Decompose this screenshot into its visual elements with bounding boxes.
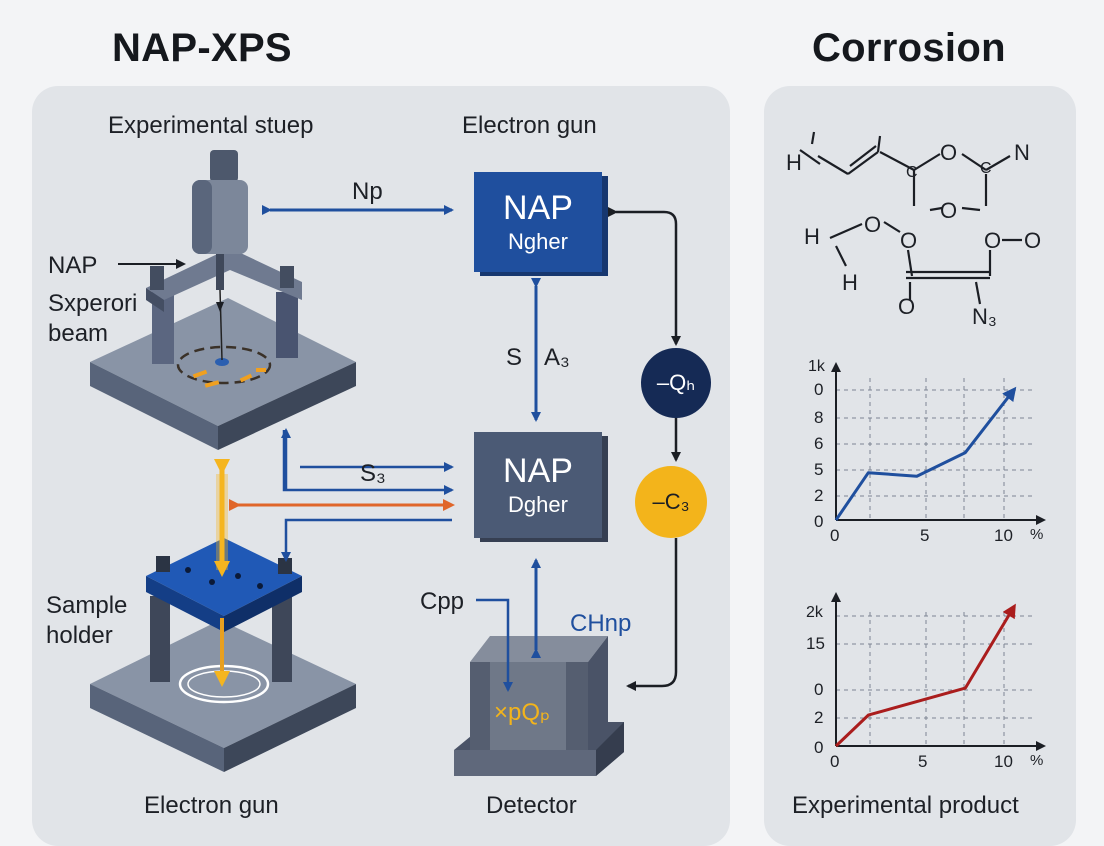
c3-node: –C₃	[635, 466, 707, 538]
s3-arrow-label: S₃	[360, 460, 386, 487]
beam-label: beam	[48, 320, 109, 347]
left-title: NAP-XPS	[112, 26, 292, 70]
chart-1-series-line	[834, 386, 1017, 521]
atom-h-2: H	[804, 224, 820, 249]
electron-gun-column	[192, 150, 248, 361]
holder-feed-arrow	[281, 518, 452, 562]
chart-1-y-tick-0b: 0	[814, 380, 824, 399]
setup-platform	[90, 298, 356, 450]
corrosion-panel	[764, 86, 1076, 846]
experimental-setup-label: Experimental stuep	[108, 112, 314, 139]
chart-1-y-tick-0: 0	[814, 512, 824, 531]
atom-o-2: O	[864, 212, 882, 237]
holder-legs	[150, 596, 292, 682]
cpp-arrow	[476, 598, 513, 692]
chart-1-x-tick-10: 10	[994, 526, 1013, 545]
chart-1-x-unit: %	[1030, 526, 1044, 543]
chart-1-y-tick-6: 6	[814, 434, 824, 453]
right-title: Corrosion	[812, 26, 1006, 70]
setup-frame	[146, 248, 302, 364]
atom-o-1: O	[940, 140, 958, 165]
a3-label: A₃	[544, 344, 570, 371]
atom-c-1: C	[906, 164, 918, 181]
detector-label: Detector	[486, 792, 577, 819]
nap-ngher-box-title: NAP	[503, 189, 573, 227]
chart-2-x-unit: %	[1030, 752, 1044, 769]
molecule-bonds	[799, 131, 1022, 305]
sample-spot	[176, 345, 272, 388]
chart-2-y-tick-2k: 2k	[806, 604, 823, 621]
feedback-loop	[608, 207, 681, 691]
chart-1-y-tick-1k: 1k	[808, 358, 825, 375]
chart-2-y-tick-0: 0	[814, 738, 824, 757]
atom-c-2: C	[980, 160, 992, 177]
holder-label: holder	[46, 622, 113, 649]
s-label: S	[506, 344, 523, 371]
chart-2-frame	[831, 592, 1046, 751]
chart-2-x-tick-10: 10	[994, 752, 1013, 771]
chart-1-y-tick-2: 2	[814, 486, 824, 505]
nap-dgher-box-subtitle: Dgher	[508, 492, 568, 517]
atom-o-7: O	[898, 294, 916, 319]
holder-stage	[146, 538, 302, 632]
np-arrow-label: Np	[352, 178, 383, 205]
sxperori-label: Sxperori	[48, 290, 138, 317]
atom-n3: N₃	[972, 304, 997, 329]
atom-n-1: N	[1014, 140, 1030, 165]
nap-dgher-box: NAP Dgher	[474, 432, 602, 538]
chart-2-y-tick-15: 15	[806, 634, 825, 653]
chart-2-y-tick-2: 2	[814, 708, 824, 727]
atom-o-3: O	[900, 228, 918, 253]
sample-label: Sample	[46, 592, 128, 619]
chart-2-y-tick-0b: 0	[814, 680, 824, 699]
chnp-label: CHnp	[570, 610, 632, 637]
chart-2-x-tick-5: 5	[918, 752, 928, 771]
nap-ngher-box-subtitle: Ngher	[508, 229, 568, 254]
chart-2-x-tick-0: 0	[830, 752, 840, 771]
atom-o-6: O	[1024, 228, 1042, 253]
chart-1-x-tick-0: 0	[830, 526, 840, 545]
electron-gun-top-label: Electron gun	[462, 112, 597, 139]
detector-readout: ×pQₚ	[494, 699, 551, 726]
chart-series-layer	[834, 386, 1017, 748]
chart-1-x-tick-5: 5	[920, 526, 930, 545]
cpp-label: Cpp	[420, 588, 465, 615]
chart-1-y-tick-5: 5	[814, 460, 824, 479]
atom-h-1: H	[786, 150, 802, 175]
chart-1-frame	[831, 362, 1046, 525]
atom-o-5: O	[984, 228, 1002, 253]
qh-node: –Qₕ	[641, 348, 711, 418]
experimental-product-label: Experimental product	[792, 792, 1019, 819]
chart-1-y-tick-8: 8	[814, 408, 824, 427]
chart-2-series-line	[834, 603, 1016, 748]
electron-gun-bottom-label: Electron gun	[144, 792, 279, 819]
atom-h-3: H	[842, 270, 858, 295]
s3-arrows	[281, 428, 454, 495]
nap-ngher-box: NAP Ngher	[474, 172, 602, 272]
atom-o-4: O	[940, 198, 958, 223]
nap-dgher-box-title: NAP	[503, 452, 573, 490]
nap-label: NAP	[48, 252, 98, 279]
